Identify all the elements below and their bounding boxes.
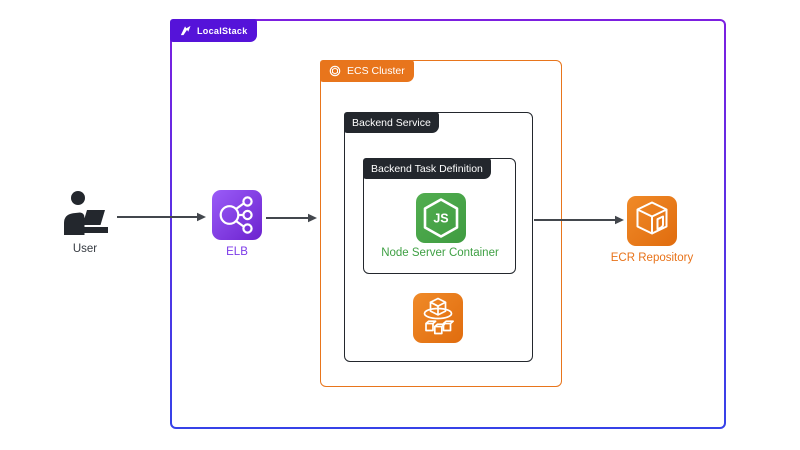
ecs-cluster-box — [320, 60, 562, 387]
elb-label: ELB — [226, 246, 248, 258]
ecr-repository-label: ECR Repository — [610, 252, 694, 264]
node-server-container-label: Node Server Container — [381, 247, 499, 259]
task-definition-label: Backend Task Definition — [371, 162, 483, 175]
ecs-cluster-badge-label: ECS Cluster — [347, 65, 405, 77]
backend-service-label: Backend Service — [352, 116, 431, 129]
user-label: User — [72, 243, 98, 255]
load-balancer-icon — [212, 190, 262, 240]
ecr-registry-icon — [627, 196, 677, 246]
task-definition-badge: Backend Task Definition — [363, 158, 491, 179]
ecs-cluster-ring-icon — [329, 65, 341, 77]
localstack-badge-label: LocalStack — [197, 25, 248, 36]
user-laptop-icon — [60, 190, 110, 236]
nodejs-hexagon-icon: JS — [416, 193, 466, 243]
ecs-cluster-badge: ECS Cluster — [320, 60, 414, 82]
svg-text:JS: JS — [433, 212, 448, 226]
backend-service-badge: Backend Service — [344, 112, 439, 133]
ecs-containers-icon — [413, 293, 463, 343]
localstack-logo-icon — [179, 24, 192, 37]
localstack-badge: LocalStack — [170, 19, 257, 42]
